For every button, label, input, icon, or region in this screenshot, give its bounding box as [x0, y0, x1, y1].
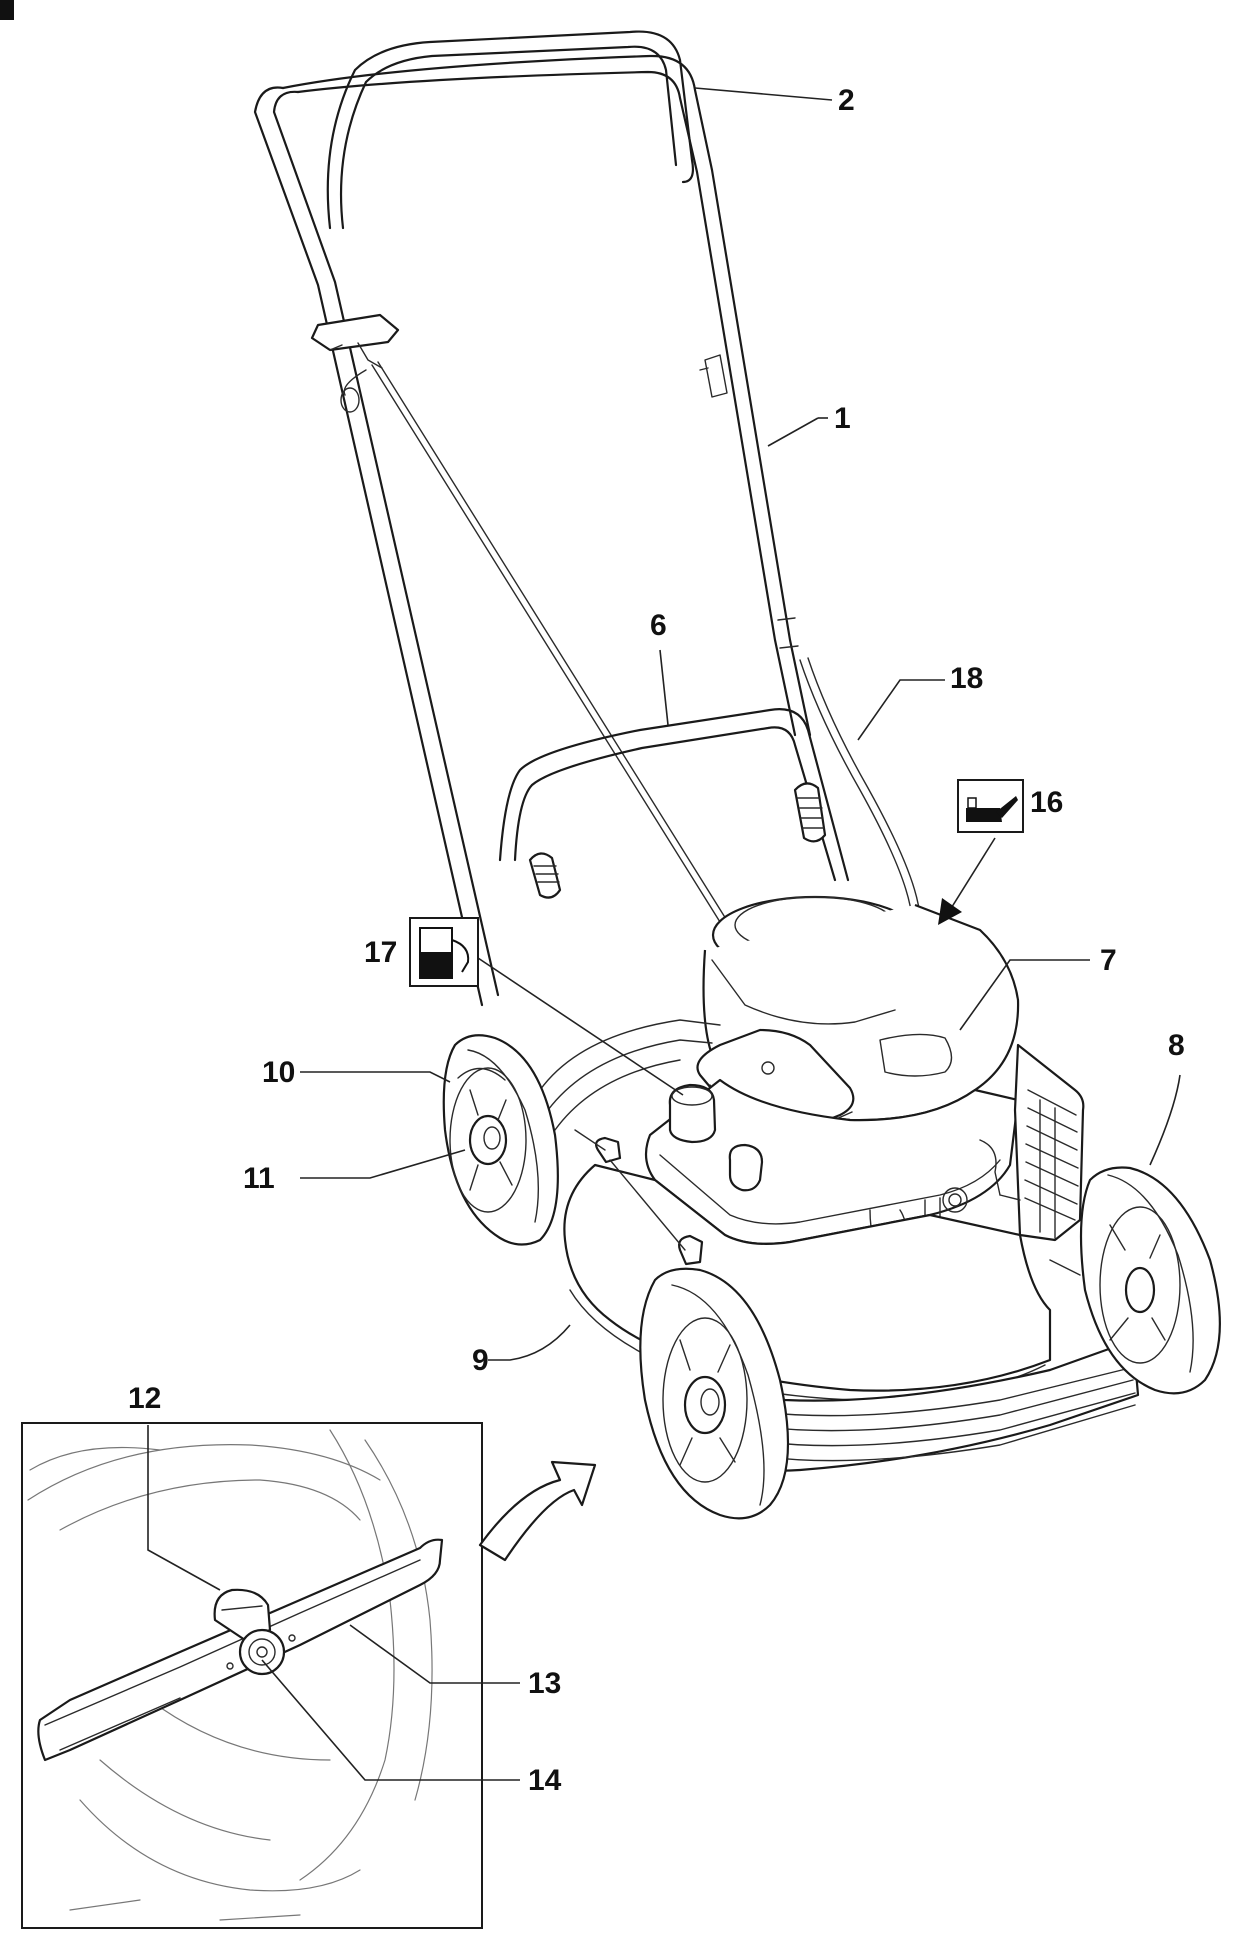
oil-arrow	[938, 837, 996, 925]
blade-detail-inset	[21, 1422, 483, 1929]
callout-13: 13	[528, 1667, 561, 1700]
inset-arrow	[478, 1460, 597, 1562]
callout-16: 16	[1030, 786, 1063, 819]
throttle-cable	[371, 364, 726, 931]
callout-8: 8	[1168, 1029, 1185, 1062]
callout-17: 17	[364, 936, 397, 969]
leader-lines	[147, 87, 1181, 1781]
callout-14: 14	[528, 1764, 562, 1797]
callout-12: 12	[128, 1382, 161, 1415]
corner-mark	[0, 0, 14, 20]
rear-wheel-right	[1079, 1166, 1221, 1395]
callout-10: 10	[262, 1056, 295, 1089]
throttle-lever	[310, 313, 400, 413]
callout-labels: 2 1 6 18 16 7 8 17 10 11 9 12 13 14	[128, 84, 1185, 1797]
callout-6: 6	[650, 609, 667, 642]
handle-pivot	[574, 1129, 704, 1266]
callout-11: 11	[243, 1162, 275, 1195]
callout-9: 9	[472, 1344, 489, 1377]
grass-bag-frame	[498, 708, 850, 899]
callout-1: 1	[834, 402, 851, 435]
handle-frame	[253, 30, 812, 1007]
front-wheel	[639, 1267, 790, 1520]
control-cable	[799, 659, 913, 921]
engine	[644, 895, 1085, 1261]
callout-7: 7	[1100, 944, 1117, 977]
callout-2: 2	[838, 84, 855, 117]
oil-can-icon	[957, 779, 1024, 833]
callout-18: 18	[950, 662, 983, 695]
rear-wheel-left	[442, 1034, 559, 1246]
fuel-pump-icon	[409, 917, 479, 987]
